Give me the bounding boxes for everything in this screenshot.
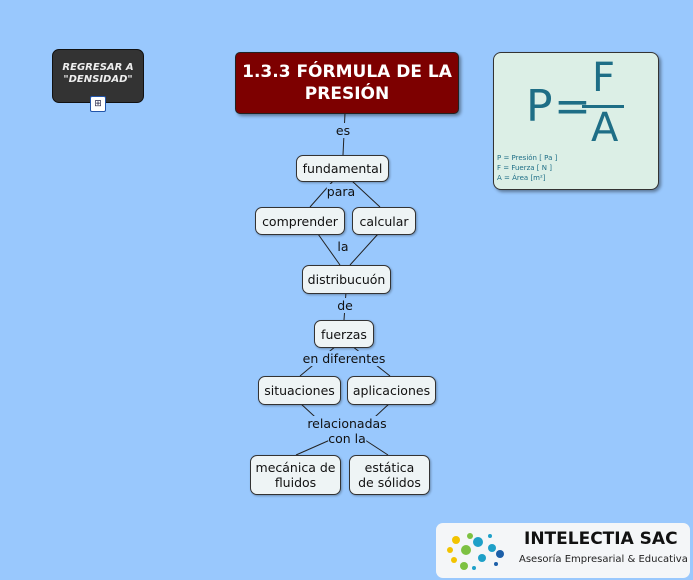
- node-aplicaciones[interactable]: aplicaciones: [347, 376, 436, 405]
- brain-network-icon: [447, 533, 504, 570]
- node-distribucion[interactable]: distribucuón: [302, 265, 391, 294]
- node-calcular[interactable]: calcular: [352, 207, 416, 235]
- back-to-densidad-button[interactable]: REGRESAR A"DENSIDAD": [52, 49, 144, 103]
- node-comprender[interactable]: comprender: [255, 207, 345, 235]
- formula-lhs: P: [526, 81, 553, 132]
- central-topic-title: 1.3.3 FÓRMULA DE LA PRESIÓN: [235, 52, 459, 114]
- formula-denominator: A: [591, 105, 619, 151]
- link-la: la: [337, 239, 349, 254]
- node-fundamental[interactable]: fundamental: [296, 155, 389, 182]
- formula-image: P = F A P = Presión [ Pa ] F = Fuerza [ …: [493, 52, 659, 190]
- back-label-line2: "DENSIDAD": [63, 74, 133, 85]
- formula-numerator: F: [592, 55, 616, 101]
- legend-f: F = Fuerza [ N ]: [497, 164, 552, 172]
- logo-name: INTELECTIA SAC: [524, 529, 678, 549]
- link-para: para: [326, 184, 356, 199]
- link-en-diferentes: en diferentes: [302, 351, 386, 366]
- fraction-bar: [582, 105, 624, 108]
- company-logo: INTELECTIA SAC Asesoría Empresarial & Ed…: [436, 523, 690, 578]
- logo-tagline: Asesoría Empresarial & Educativa: [519, 554, 688, 565]
- link-relacionadas: relacionadas: [307, 416, 387, 431]
- node-estatica-de-solidos[interactable]: estática de sólidos: [349, 455, 430, 495]
- map-link-icon[interactable]: ⊞: [90, 96, 106, 112]
- link-con-la: con la: [328, 431, 366, 446]
- legend-a: A = Área [m²]: [497, 174, 546, 182]
- back-label-line1: REGRESAR A: [62, 62, 134, 73]
- legend-p: P = Presión [ Pa ]: [497, 154, 558, 162]
- node-situaciones[interactable]: situaciones: [258, 376, 341, 405]
- node-fuerzas[interactable]: fuerzas: [314, 320, 374, 348]
- link-es: es: [335, 123, 351, 138]
- link-de: de: [337, 298, 353, 313]
- node-mecanica-de-fluidos[interactable]: mecánica de fluidos: [250, 455, 341, 495]
